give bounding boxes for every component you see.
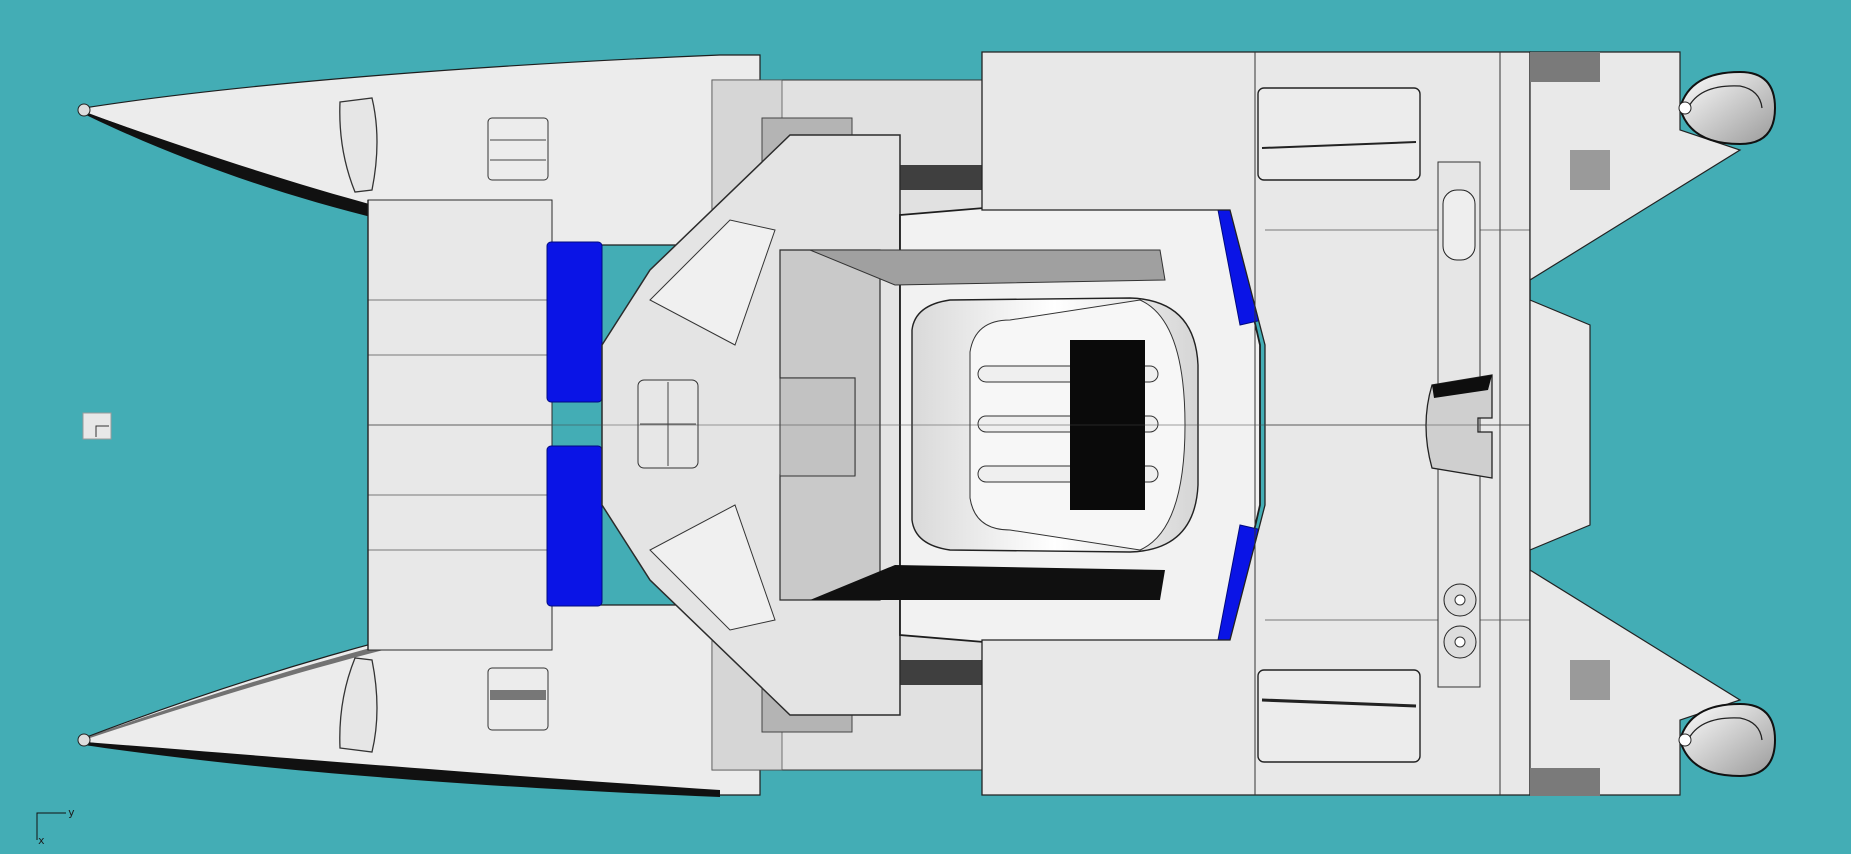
transom-steps xyxy=(1529,51,1742,796)
fwd-cushion-upper xyxy=(546,241,603,403)
world-axis-icon xyxy=(36,812,66,840)
cplane-icon[interactable] xyxy=(82,412,112,440)
hatch-fwd-upper xyxy=(487,117,549,181)
fwd-cushion-lower xyxy=(546,445,603,607)
aft-locker-lower xyxy=(1257,669,1421,763)
bow-locker-upper xyxy=(339,97,378,193)
helm-seat xyxy=(1425,374,1493,479)
outboard-motor-lower xyxy=(1678,702,1777,778)
aft-locker-upper xyxy=(1257,87,1421,181)
axis-label-y: y xyxy=(68,806,75,819)
axis-label-x: x xyxy=(38,834,45,847)
bow-locker-lower xyxy=(339,657,378,753)
outboard-motor-upper xyxy=(1678,70,1777,146)
